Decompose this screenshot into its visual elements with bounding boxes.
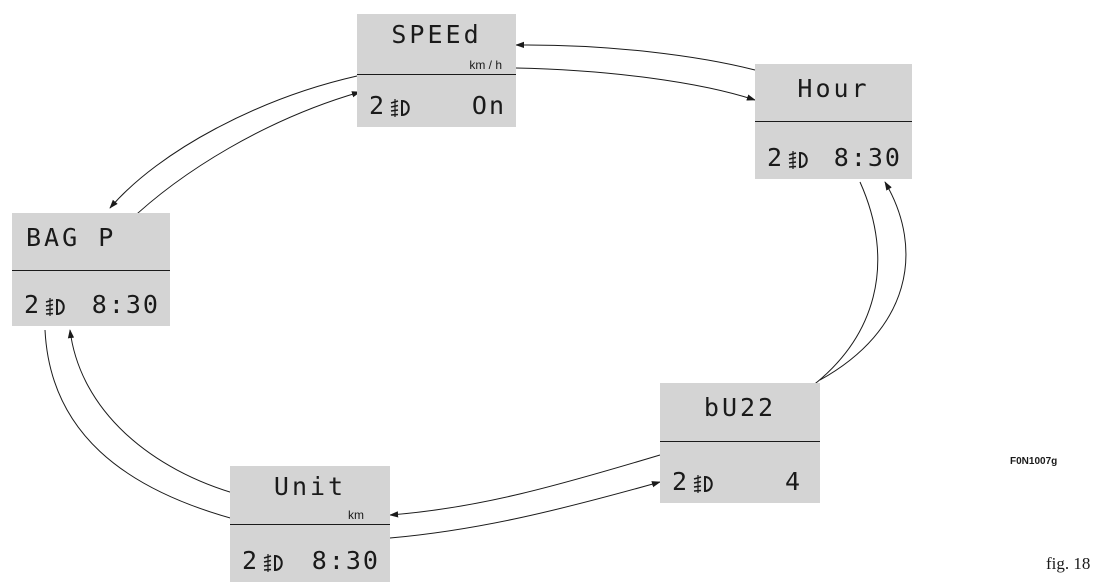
headlamp-beam-level-icon: [45, 298, 65, 316]
display-speed-unit: km / h: [469, 58, 502, 72]
display-bag-bottom: 2 8:30: [12, 272, 170, 326]
display-bag-value: 8:30: [91, 290, 160, 319]
display-hour-value: 8:30: [833, 143, 902, 172]
display-speed-value: On: [471, 91, 506, 120]
display-unit: Unit km 2 8:30: [230, 466, 390, 582]
display-bag-top: BAG P: [12, 213, 170, 271]
display-unit-top: Unit km: [230, 466, 390, 525]
display-speed-bottom: 2 On: [357, 75, 516, 127]
display-hour: Hour 2 8:30: [755, 64, 912, 179]
arrow-bag-to-unit: [44, 329, 246, 524]
display-speed-level: 2: [369, 91, 385, 120]
display-bag: BAG P 2 8:30: [12, 213, 170, 326]
display-buzz-top: bU22: [660, 383, 820, 442]
arrow-hour-to-buzz: [799, 181, 879, 396]
display-unit-bottom: 2 8:30: [230, 526, 390, 582]
headlamp-beam-level-icon: [263, 554, 283, 572]
display-hour-title: Hour: [797, 74, 870, 103]
display-buzz-value: 4: [784, 467, 802, 496]
arrow-buzz-to-unit: [389, 454, 661, 518]
display-unit-value: 8:30: [311, 546, 380, 575]
arrow-bag-to-speed: [119, 91, 361, 231]
arrow-unit-to-bag: [67, 329, 241, 496]
display-unit-unit: km: [348, 508, 364, 522]
display-hour-bottom: 2 8:30: [755, 123, 912, 179]
display-buzz-bottom: 2 4: [660, 443, 820, 503]
display-buzz: bU22 2 4: [660, 383, 820, 503]
display-speed-title: SPEEd: [391, 20, 482, 49]
display-bag-title: BAG P: [26, 223, 117, 252]
display-unit-level: 2: [242, 546, 258, 575]
arrow-unit-to-buzz: [389, 481, 661, 539]
headlamp-beam-level-icon: [788, 151, 808, 169]
display-hour-top: Hour: [755, 64, 912, 122]
headlamp-beam-level-icon: [390, 99, 410, 117]
display-buzz-title: bU22: [703, 393, 777, 422]
figure-code: F0N1007g: [1010, 456, 1058, 467]
display-unit-title: Unit: [273, 472, 347, 501]
display-buzz-level: 2: [672, 467, 688, 496]
headlamp-beam-level-icon: [693, 475, 713, 493]
display-speed: SPEEd km / h 2 On: [357, 14, 516, 127]
arrow-hour-to-speed: [515, 41, 756, 71]
arrow-buzz-to-hour: [819, 181, 907, 381]
arrow-speed-to-bag: [109, 75, 358, 209]
arrow-speed-to-hour: [515, 67, 756, 101]
display-hour-level: 2: [767, 143, 783, 172]
display-bag-level: 2: [24, 290, 40, 319]
display-speed-top: SPEEd km / h: [357, 14, 516, 75]
figure-label: fig. 18: [1046, 554, 1091, 573]
